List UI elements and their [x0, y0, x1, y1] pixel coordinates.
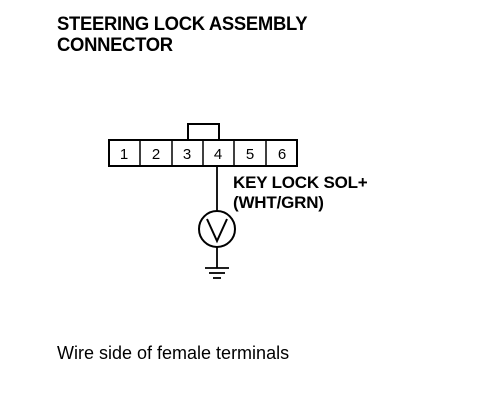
pin-1-label: 1	[120, 146, 128, 163]
diagram-caption: Wire side of female terminals	[57, 343, 290, 363]
diagram-title: STEERING LOCK ASSEMBLY CONNECTOR	[57, 14, 308, 56]
wire-color: (WHT/GRN)	[233, 193, 324, 212]
pin-2-label: 2	[152, 146, 160, 163]
title-line-2: CONNECTOR	[57, 35, 173, 56]
pin-6-label: 6	[278, 146, 286, 163]
title-line-1: STEERING LOCK ASSEMBLY	[57, 14, 308, 35]
voltmeter-icon	[198, 210, 236, 248]
terminal-name: KEY LOCK SOL+	[233, 173, 368, 192]
connector-lock-tab	[187, 123, 220, 140]
pin-5-label: 5	[246, 146, 254, 163]
pin-3-label: 3	[183, 146, 191, 163]
ground-icon	[205, 267, 229, 279]
wire-label: KEY LOCK SOL+ (WHT/GRN)	[233, 173, 368, 213]
connector-dividers	[139, 140, 267, 166]
pin-4-label: 4	[214, 146, 222, 163]
